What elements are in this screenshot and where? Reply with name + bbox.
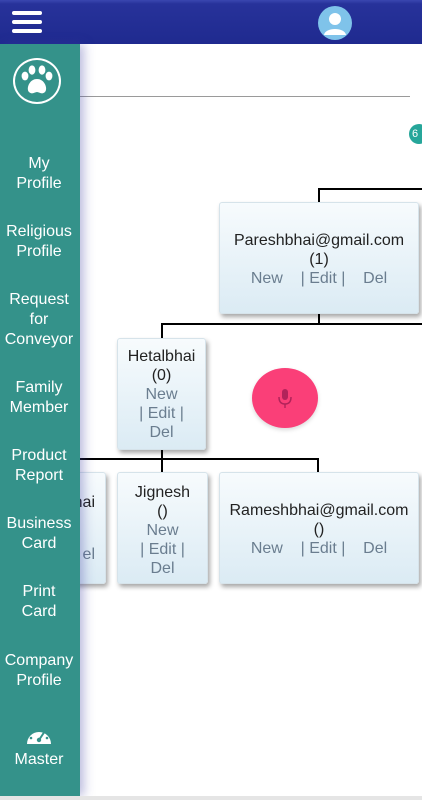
tree-connector: [161, 450, 163, 460]
edit-link[interactable]: | Edit |: [140, 541, 185, 558]
hamburger-icon[interactable]: [12, 11, 42, 35]
tree-connector: [318, 188, 422, 190]
new-link[interactable]: New: [146, 522, 179, 539]
tree-connector: [161, 323, 163, 339]
edit-link[interactable]: | Edit |: [139, 405, 184, 422]
member-card-hetalbhai[interactable]: Hetalbhai (0) New | Edit | Del: [117, 338, 206, 450]
new-link[interactable]: New: [250, 270, 283, 287]
member-card-pareshbhai[interactable]: Pareshbhai@gmail.com (1) New | Edit | De…: [219, 202, 419, 314]
new-link[interactable]: New: [145, 386, 178, 403]
sidebar-item-label: Master: [14, 751, 64, 768]
count-badge: 6: [409, 124, 422, 144]
voice-fab-button[interactable]: [252, 368, 318, 428]
tree-connector: [161, 458, 163, 472]
paw-icon[interactable]: [13, 58, 61, 104]
tree-connector: [318, 314, 320, 324]
divider: [80, 96, 410, 97]
member-card-jignesh[interactable]: Jignesh () New | Edit | Del: [117, 472, 208, 584]
tree-connector: [317, 458, 319, 472]
bottom-strip: [0, 796, 422, 800]
edit-link[interactable]: | Edit |: [300, 540, 346, 557]
edit-link[interactable]: | Edit |: [300, 270, 346, 287]
delete-link[interactable]: Del: [150, 560, 175, 577]
member-name: Hetalbhai: [127, 348, 196, 365]
member-count: (): [157, 503, 168, 520]
microphone-icon: [278, 389, 292, 408]
sidebar-item-master[interactable]: Master: [0, 722, 78, 770]
speedometer-icon: [27, 726, 51, 744]
member-count: (1): [309, 251, 329, 268]
delete-link[interactable]: el: [82, 546, 95, 563]
tree-connector: [80, 458, 319, 460]
delete-link[interactable]: Del: [363, 540, 388, 557]
member-name: Rameshbhai@gmail.com: [229, 502, 409, 519]
member-name: Jignesh: [134, 484, 191, 501]
member-card-rameshbhai[interactable]: Rameshbhai@gmail.com () New | Edit | Del: [219, 472, 419, 584]
delete-link[interactable]: Del: [363, 270, 388, 287]
member-name: Pareshbhai@gmail.com: [233, 232, 405, 249]
new-link[interactable]: New: [250, 540, 283, 557]
member-count: (): [313, 521, 325, 538]
delete-link[interactable]: Del: [149, 424, 174, 441]
tree-connector: [318, 188, 320, 202]
app-toolbar: [0, 0, 422, 44]
tree-connector: [161, 323, 422, 325]
member-count: (0): [151, 367, 172, 384]
user-avatar-icon[interactable]: [318, 6, 352, 40]
